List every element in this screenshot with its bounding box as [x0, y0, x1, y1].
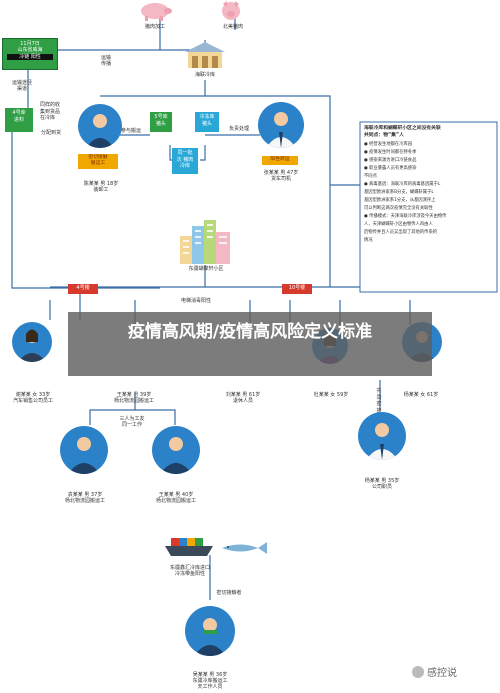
panel-bullet: ● 职业暴露人员有更高感染: [364, 166, 417, 171]
cyan-box: 冷冻库猪头: [195, 112, 219, 132]
person-2-text: 王某某 男 39岁杨北物流园搬运工: [113, 392, 154, 404]
panel-bullet: ● 经营发生地都在冷库园: [364, 142, 413, 147]
transport2-label: 运输途径渠道: [12, 80, 33, 92]
pig2-label: 北美猪肉: [222, 24, 243, 30]
person-1-text: 谢某某 女 33岁汽车销售公司员工: [12, 392, 53, 404]
bottom-person-text: 吴某某 男 36岁东疆冷库搬运工天工作人员: [192, 672, 228, 690]
page-title: 疫情高风期/疫情高风险定义标准: [127, 322, 373, 342]
building-4-box: 4号楼: [68, 284, 98, 294]
building-icon: [178, 218, 234, 266]
panel-bullet: 情况: [364, 238, 373, 243]
person-left-text: 陈某某 男 18岁装卸工: [83, 181, 119, 193]
left-arrow-label: 分配到货: [40, 130, 61, 136]
port-label: 海联冷库: [194, 72, 215, 78]
bottom-left-1-text: 袁某某 男 37岁杨北物流园搬运工: [64, 492, 105, 504]
pig-head-icon: [218, 0, 244, 22]
avatar-bottom-left-1: [60, 426, 108, 474]
person-4-text: 刘某某 男 61岁退休人员: [225, 392, 261, 404]
avatar-person-1: [12, 322, 52, 362]
ship-label: 东疆鑫汇冷库进口冷冻带鱼阳性: [169, 565, 210, 577]
panel-bullet: ● 传播模式：天津海联冷库涉及今天由物传: [364, 214, 447, 219]
left-storage-box: 4号库进料: [5, 108, 33, 132]
person-left-badge: 密切接触搬运工: [78, 154, 118, 169]
building-10-box: 10号楼: [282, 284, 312, 294]
watermark: 感控说: [412, 664, 496, 680]
panel-bullet: 不同点: [364, 174, 377, 179]
pig-icon: [135, 0, 175, 22]
building-label: 东疆蝴蝶轩小区: [188, 266, 224, 272]
avatar-worker-left: [78, 104, 122, 148]
bottom-arrow-label: 密切接触者: [216, 590, 242, 596]
panel-bullet: 基因型欧洲家系B分支，蝴蝶轩属于L: [364, 190, 434, 195]
coworker-label: 三人为工友同一工作: [119, 416, 145, 428]
person-right-text: 张某某 男 47岁货车司机: [263, 170, 299, 182]
panel-bullet: 基因型欧洲家系1分支，从基因测序上: [364, 198, 436, 203]
title-banner: [68, 312, 432, 376]
panel-bullet: ● 疫情发生时间都在特冬季: [364, 150, 417, 155]
left-note: 同样的收集到货品在冷库: [40, 102, 61, 121]
avatar-bottom-left-2: [152, 426, 200, 474]
transport-label: 运输传播: [100, 55, 111, 67]
watermark-text: 感控说: [427, 668, 457, 679]
pig-label: 猪肉加工: [144, 24, 165, 30]
container-ship-icon: [165, 534, 213, 558]
cold-storage-icon: [180, 38, 230, 70]
bottom-left-2-text: 王某某 男 40岁杨北物流园搬运工: [155, 492, 196, 504]
panel-subtitle: 共同点：物“集”人: [364, 132, 404, 138]
person-right-badge: 阳性转运: [262, 156, 298, 165]
panel-bullet: 人，天津蝴蝶轩小区由物传人再由人: [364, 222, 433, 227]
green-box: 5号库猪头: [150, 112, 172, 132]
panel-bullet: ● 病毒基因：海联冷库的病毒基因属于L: [364, 182, 441, 187]
panel-bullet: 可以判断这两次疫情完全没有关联性: [364, 206, 433, 211]
avatar-driver-right: [258, 102, 304, 148]
avatar-bottom-worker: [185, 606, 235, 656]
elevator-note: 电梯消毒阳性: [180, 298, 211, 304]
case-box: 11月7日 山东省威海 冷链 阳性: [2, 38, 58, 70]
panel-bullets: ● 经营发生地都在冷库园 ● 疫情发生时间都在特冬季 ● 感染来源为进口冷链食品 ● …: [364, 141, 496, 245]
right-arrow-label: 负责处理: [228, 126, 249, 132]
info-panel: 海联冷库和蝴蝶轩小区之间没有关联 共同点：物“集”人 ● 经营发生地都在冷库园●…: [364, 126, 496, 245]
bottom-right-text: 杨某某 男 35岁公司职员: [364, 478, 400, 490]
fish-icon: [220, 540, 268, 554]
person-6-text: 杨某某 女 61岁: [403, 392, 439, 398]
panel-title: 海联冷库和蝴蝶轩小区之间没有关联: [364, 126, 441, 131]
mid-box: 同一批次 猪肉冷库: [172, 148, 198, 174]
person-5-text: 杜某某 女 59岁: [313, 392, 349, 398]
panel-bullet: 后物传并且人员又出现了其他的传染的: [364, 230, 438, 235]
watermark-icon: [412, 665, 424, 678]
panel-bullet: ● 感染来源为进口冷链食品: [364, 158, 417, 163]
mid-label: 参与搬运: [120, 128, 141, 134]
avatar-bottom-right: [358, 412, 406, 460]
